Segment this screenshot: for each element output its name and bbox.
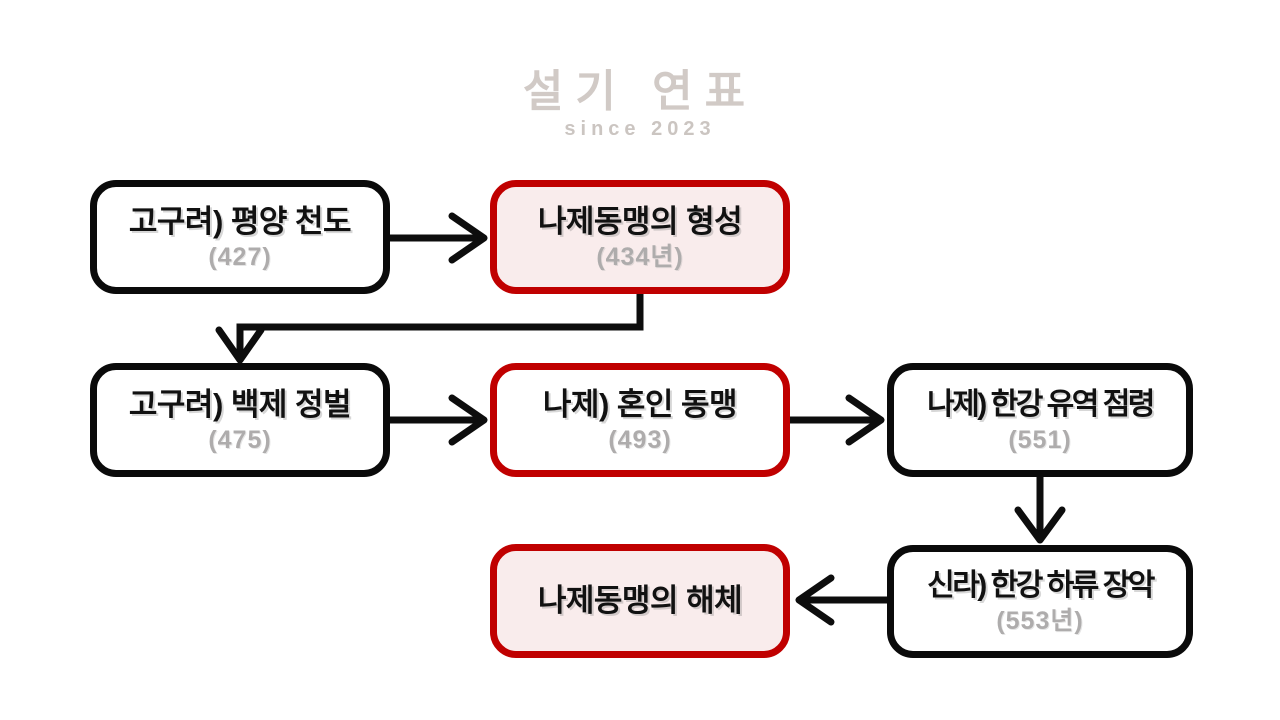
edge-silla-hangang-control-to-naje-alliance-dissolution-head — [795, 574, 835, 626]
node-year: (475) — [208, 425, 272, 454]
node-year: (427) — [208, 242, 272, 271]
node-goguryeo-pyongyang-move: 고구려) 평양 천도 (427) — [90, 180, 390, 294]
edge-goguryeo-baekje-conquest-to-naje-marriage-alliance-head — [448, 394, 488, 446]
edge-naje-hangang-occupation-to-silla-hangang-control-head — [1014, 506, 1066, 544]
node-year: (551) — [1008, 425, 1072, 454]
edge-naje-marriage-alliance-to-naje-hangang-occupation-head — [845, 394, 885, 446]
node-silla-hangang-control: 신라) 한강 하류 장악 (553년) — [887, 545, 1193, 658]
node-naje-alliance-dissolution: 나제동맹의 해체 — [490, 544, 790, 658]
node-label: 나제) 한강 유역 점령 — [927, 387, 1155, 421]
node-goguryeo-baekje-conquest: 고구려) 백제 정벌 (475) — [90, 363, 390, 477]
node-naje-alliance-formation: 나제동맹의 형성 (434년) — [490, 180, 790, 294]
node-label: 고구려) 평양 천도 — [128, 203, 352, 239]
watermark-title: 설기 연표 — [522, 67, 758, 116]
node-label: 나제) 혼인 동맹 — [542, 386, 738, 422]
edge-naje-alliance-formation-to-goguryeo-baekje-conquest-head — [215, 326, 265, 364]
node-label: 고구려) 백제 정벌 — [128, 386, 352, 422]
edge-goguryeo-pyongyang-move-to-naje-alliance-formation-head — [448, 212, 488, 264]
watermark-logo: 설기 연표 since 2023 — [0, 67, 1280, 141]
node-year: (434년) — [596, 242, 684, 271]
node-naje-marriage-alliance: 나제) 혼인 동맹 (493) — [490, 363, 790, 477]
node-label: 나제동맹의 형성 — [537, 203, 743, 239]
edge-naje-alliance-formation-to-goguryeo-baekje-conquest-shaft — [236, 290, 644, 360]
node-year: (493) — [608, 425, 672, 454]
node-year: (553년) — [996, 607, 1084, 635]
watermark-subtitle: since 2023 — [564, 118, 716, 140]
node-label: 나제동맹의 해체 — [537, 583, 743, 618]
node-label: 신라) 한강 하류 장악 — [927, 569, 1155, 602]
node-naje-hangang-occupation: 나제) 한강 유역 점령 (551) — [887, 363, 1193, 477]
